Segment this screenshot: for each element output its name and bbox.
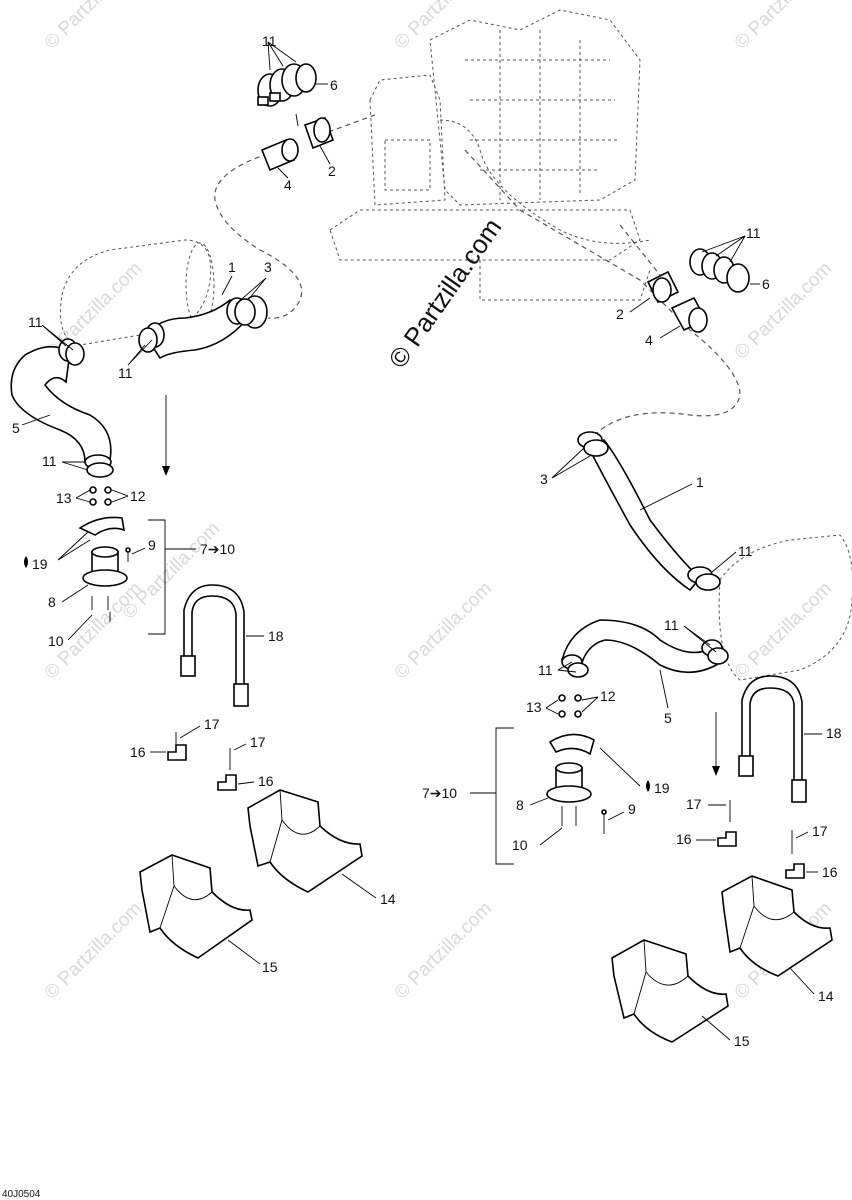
callout-11: 11 <box>738 543 753 559</box>
callout-11: 11 <box>746 225 761 241</box>
callout-10: 10 <box>48 633 64 649</box>
callout-4: 4 <box>645 332 653 348</box>
callout-17: 17 <box>812 823 828 839</box>
callout-8: 8 <box>48 594 56 610</box>
clamp-set <box>689 248 750 293</box>
right-exhaust-assembly: 3 1 11 11 11 5 13 12 7➔10 19 8 <box>422 431 852 1049</box>
callout-12: 12 <box>130 488 146 504</box>
callout-11: 11 <box>664 617 679 633</box>
callout-2: 2 <box>616 306 624 322</box>
callout-6: 6 <box>330 77 338 93</box>
callout-12: 12 <box>600 688 616 704</box>
hose-path <box>214 147 303 319</box>
callout-16: 16 <box>258 773 274 789</box>
watermark-main: © Partzilla.com <box>382 213 507 374</box>
callout-17: 17 <box>204 716 220 732</box>
watermark-text: © Partzilla.com <box>119 518 224 623</box>
sleeve-2 <box>303 116 335 150</box>
callout-5: 5 <box>664 710 672 726</box>
callout-16: 16 <box>130 744 146 760</box>
callout-16: 16 <box>676 831 692 847</box>
callout-18: 18 <box>268 628 284 644</box>
block-15 <box>139 854 253 959</box>
callout-11: 11 <box>42 453 57 469</box>
watermark-text: © Partzilla.com <box>391 898 496 1003</box>
callout-11: 11 <box>538 662 553 678</box>
callout-13: 13 <box>56 490 72 506</box>
callout-17: 17 <box>250 734 266 750</box>
engine-outline <box>329 9 651 301</box>
callout-3: 3 <box>264 259 272 275</box>
callout-11: 11 <box>28 314 43 330</box>
watermark-text: © Partzilla.com <box>391 0 496 54</box>
callout-5: 5 <box>12 420 20 436</box>
watermark-text: © Partzilla.com <box>41 0 146 54</box>
callout-11: 11 <box>262 33 277 49</box>
top-right-hose-assembly: 11 6 2 4 <box>616 225 770 348</box>
left-exhaust-assembly: 1 3 11 11 5 11 13 12 7➔10 19 <box>10 239 396 975</box>
watermark-text: © Partzilla.com <box>41 578 146 683</box>
watermark-text: © Partzilla.com <box>41 898 146 1003</box>
callout-3: 3 <box>540 471 548 487</box>
watermark-text: © Partzilla.com <box>731 578 836 683</box>
callout-6: 6 <box>762 276 770 292</box>
callout-9: 9 <box>148 537 156 553</box>
hose-5 <box>10 345 112 463</box>
callout-14: 14 <box>380 891 396 907</box>
callout-17: 17 <box>686 796 702 812</box>
callout-14: 14 <box>818 988 834 1004</box>
watermark-text: © Partzilla.com <box>731 0 836 54</box>
callout-2: 2 <box>328 163 336 179</box>
block-14 <box>247 789 363 893</box>
callout-19: 19 <box>32 556 48 572</box>
watermark-text: © Partzilla.com <box>391 578 496 683</box>
callout-7-10: 7➔10 <box>200 541 235 557</box>
watermarks: © Partzilla.com © Partzilla.com © Partzi… <box>41 0 836 1004</box>
callout-4: 4 <box>284 177 292 193</box>
callout-15: 15 <box>262 959 278 975</box>
callout-15: 15 <box>734 1033 750 1049</box>
callout-19: 19 <box>654 780 670 796</box>
block-14 <box>721 875 833 977</box>
callout-13: 13 <box>526 699 542 715</box>
sleeve-2 <box>646 270 680 304</box>
hose-1 <box>588 438 702 592</box>
sleeve-4 <box>260 138 299 172</box>
callout-8: 8 <box>516 797 524 813</box>
callout-9: 9 <box>628 801 636 817</box>
callout-18: 18 <box>826 725 842 741</box>
block-15 <box>611 939 729 1043</box>
callout-1: 1 <box>228 259 236 275</box>
callout-1: 1 <box>696 474 704 490</box>
top-left-hose-assembly: 11 6 2 4 <box>214 33 741 441</box>
callout-16: 16 <box>822 864 838 880</box>
sleeve-4 <box>670 296 708 333</box>
callout-7-10: 7➔10 <box>422 785 457 801</box>
callout-10: 10 <box>512 837 528 853</box>
clamp-set <box>257 63 317 107</box>
drawing-code: 40J0504 <box>2 1189 41 1200</box>
callout-11: 11 <box>118 365 133 381</box>
